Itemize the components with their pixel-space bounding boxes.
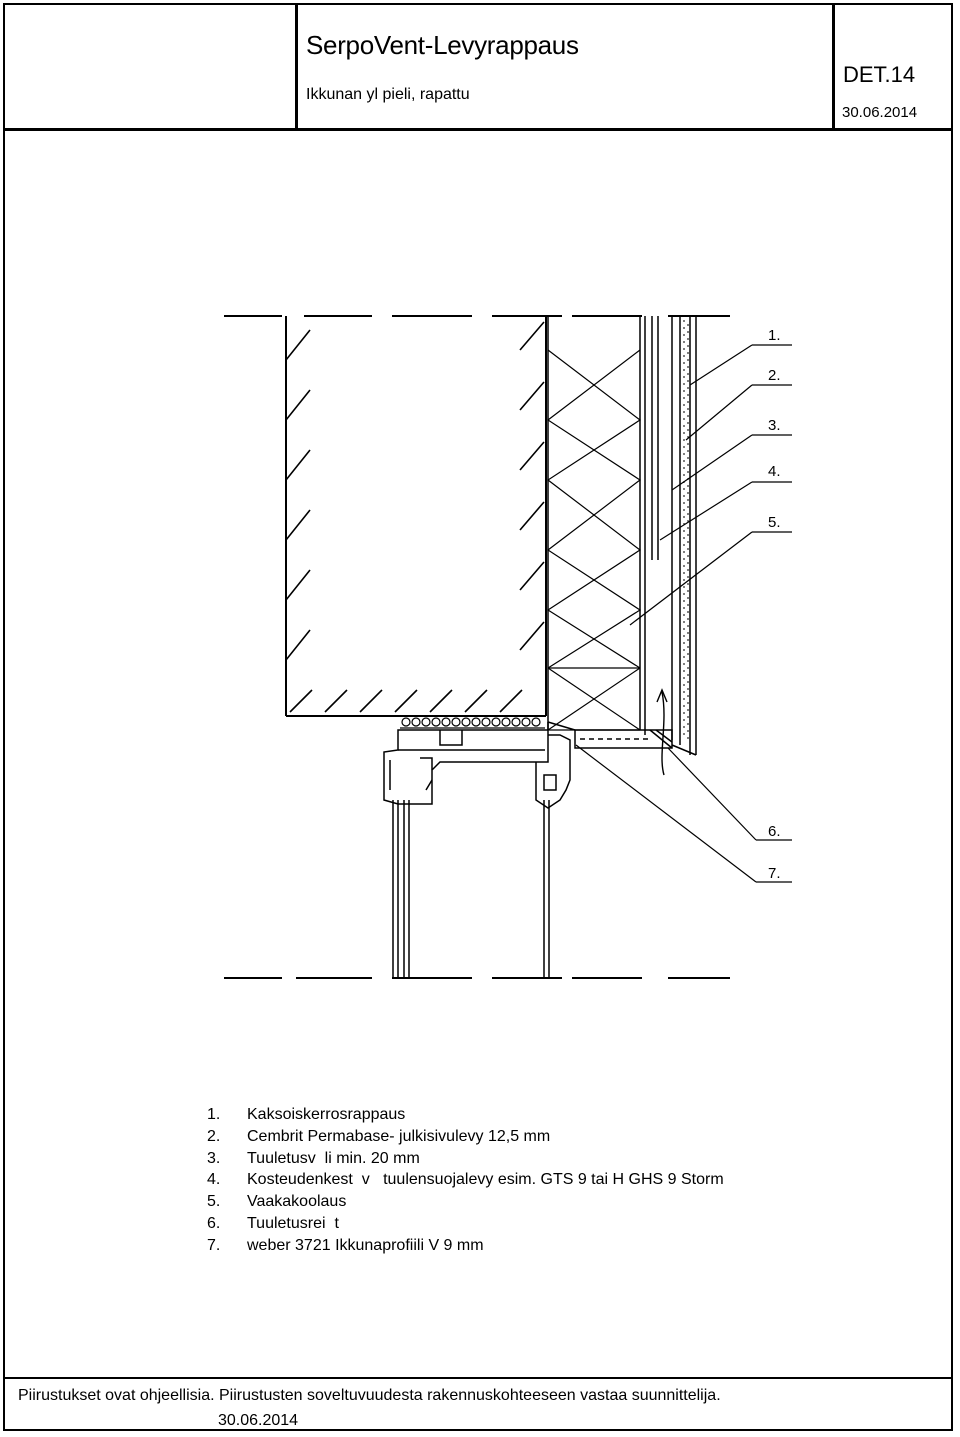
- footer: Piirustukset ovat ohjeellisia. Piirustus…: [0, 1377, 950, 1429]
- header-date: 30.06.2014: [842, 104, 918, 121]
- legend-item: 6.Tuuletusrei t: [207, 1214, 339, 1232]
- callout-labels: 1. 2. 3. 4. 5. 6. 7.: [768, 327, 781, 882]
- wall-block: [285, 316, 547, 717]
- legend-item: 2.Cembrit Permabase- julkisivulevy 12,5 …: [207, 1127, 551, 1145]
- wall-layers: [644, 316, 697, 756]
- window-frame: [383, 729, 571, 809]
- detail-number: DET.14: [843, 62, 916, 87]
- callout-5: 5.: [768, 514, 781, 531]
- title-block-bottom-line: [3, 128, 953, 131]
- drawing-title: SerpoVent-Levyrappaus: [306, 30, 579, 60]
- callout-1: 1.: [768, 327, 781, 344]
- callout-4: 4.: [768, 463, 781, 480]
- footer-top-line: [3, 1377, 953, 1379]
- legend-item: 3.Tuuletusv li min. 20 mm: [207, 1149, 420, 1167]
- callout-2: 2.: [768, 367, 781, 384]
- legend-item: 1.Kaksoiskerrosrappaus: [207, 1106, 406, 1123]
- callout-6: 6.: [768, 823, 781, 840]
- legend-item: 5.Vaakakoolaus: [207, 1193, 347, 1211]
- insulation-layer: [546, 316, 642, 731]
- callout-3: 3.: [768, 417, 781, 434]
- sheet-frame: [3, 3, 953, 1431]
- glazing: [392, 800, 550, 978]
- title-block-divider-right: [832, 3, 835, 130]
- airflow-arrow: [661, 691, 665, 776]
- callout-7: 7.: [768, 865, 781, 882]
- material-legend: 1.Kaksoiskerrosrappaus 2.Cembrit Permaba…: [207, 1104, 724, 1257]
- window-head-profile: [547, 721, 673, 749]
- title-block-divider-left: [295, 3, 298, 130]
- legend-item: 4.Kosteudenkest v tuulensuojalevy esim. …: [207, 1171, 724, 1189]
- leader-lines: [575, 344, 792, 883]
- render-hatch: [683, 320, 689, 740]
- footer-date: 30.06.2014: [218, 1412, 299, 1429]
- legend-item: 7.weber 3721 Ikkunaprofiili V 9 mm: [207, 1236, 484, 1254]
- sealant-strip: [400, 715, 545, 729]
- footer-disclaimer: Piirustukset ovat ohjeellisia. Piirustus…: [18, 1387, 721, 1404]
- drawing-subtitle: Ikkunan yl pieli, rapattu: [306, 86, 470, 103]
